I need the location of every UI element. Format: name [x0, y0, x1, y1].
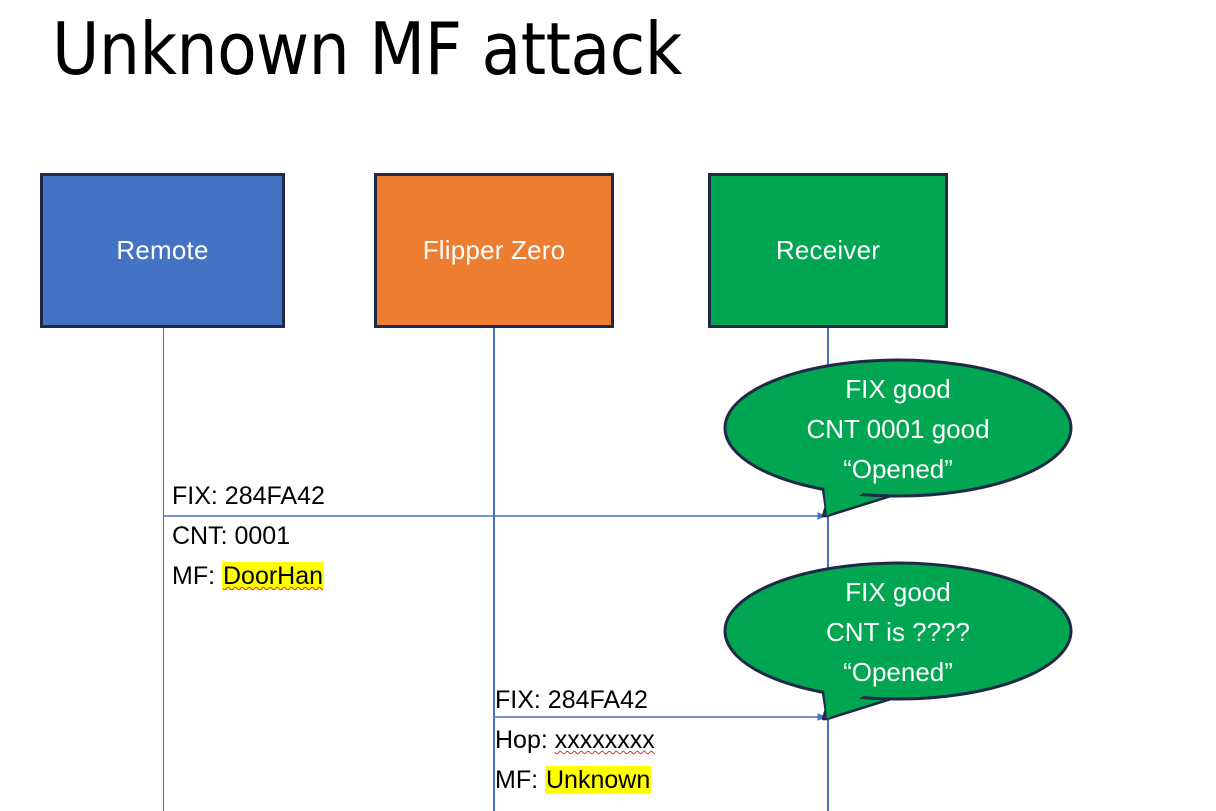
callout-bubble-2[interactable]: FIX good CNT is ???? “Opened”	[723, 561, 1073, 721]
message-label-2: FIX: 284FA42 Hop: xxxxxxxx MF: Unknown	[495, 680, 655, 800]
message-line-prefix: MF:	[495, 766, 545, 794]
message-line-prefix: MF:	[172, 562, 222, 590]
actor-box-flipper-zero[interactable]: Flipper Zero	[374, 173, 614, 328]
message-line: Hop: xxxxxxxx	[495, 720, 655, 760]
actor-label-remote: Remote	[116, 235, 209, 265]
actor-box-remote[interactable]: Remote	[40, 173, 285, 328]
message-line-value-spellchecked: xxxxxxxx	[554, 726, 655, 754]
callout-bubble-shape	[723, 561, 1073, 721]
callout-bubble-1[interactable]: FIX good CNT 0001 good “Opened”	[723, 358, 1073, 518]
message-line: FIX: 284FA42	[172, 476, 325, 516]
lifeline-flipper-zero	[493, 328, 495, 811]
actor-label-flipper-zero: Flipper Zero	[422, 235, 566, 265]
message-line-value: 284FA42	[547, 686, 648, 714]
message-line: FIX: 284FA42	[495, 680, 655, 720]
message-line-value: 0001	[234, 522, 291, 550]
message-line-prefix: FIX:	[495, 686, 548, 714]
message-line-prefix: FIX:	[172, 482, 225, 510]
page-title: Unknown MF attack	[52, 7, 682, 91]
message-line-value-highlighted: Unknown	[545, 766, 652, 794]
message-line-value: 284FA42	[224, 482, 325, 510]
message-line-prefix: CNT:	[172, 522, 235, 550]
lifeline-remote	[162, 328, 164, 811]
message-line: CNT: 0001	[172, 516, 325, 556]
message-line: MF: Unknown	[495, 760, 655, 800]
actor-label-receiver: Receiver	[775, 235, 881, 265]
actor-box-receiver[interactable]: Receiver	[708, 173, 948, 328]
message-line-value-highlighted: DoorHan	[222, 562, 325, 590]
callout-bubble-shape	[723, 358, 1073, 518]
message-line: MF: DoorHan	[172, 556, 325, 596]
message-label-1: FIX: 284FA42 CNT: 0001 MF: DoorHan	[172, 476, 325, 596]
message-line-prefix: Hop:	[495, 726, 555, 754]
